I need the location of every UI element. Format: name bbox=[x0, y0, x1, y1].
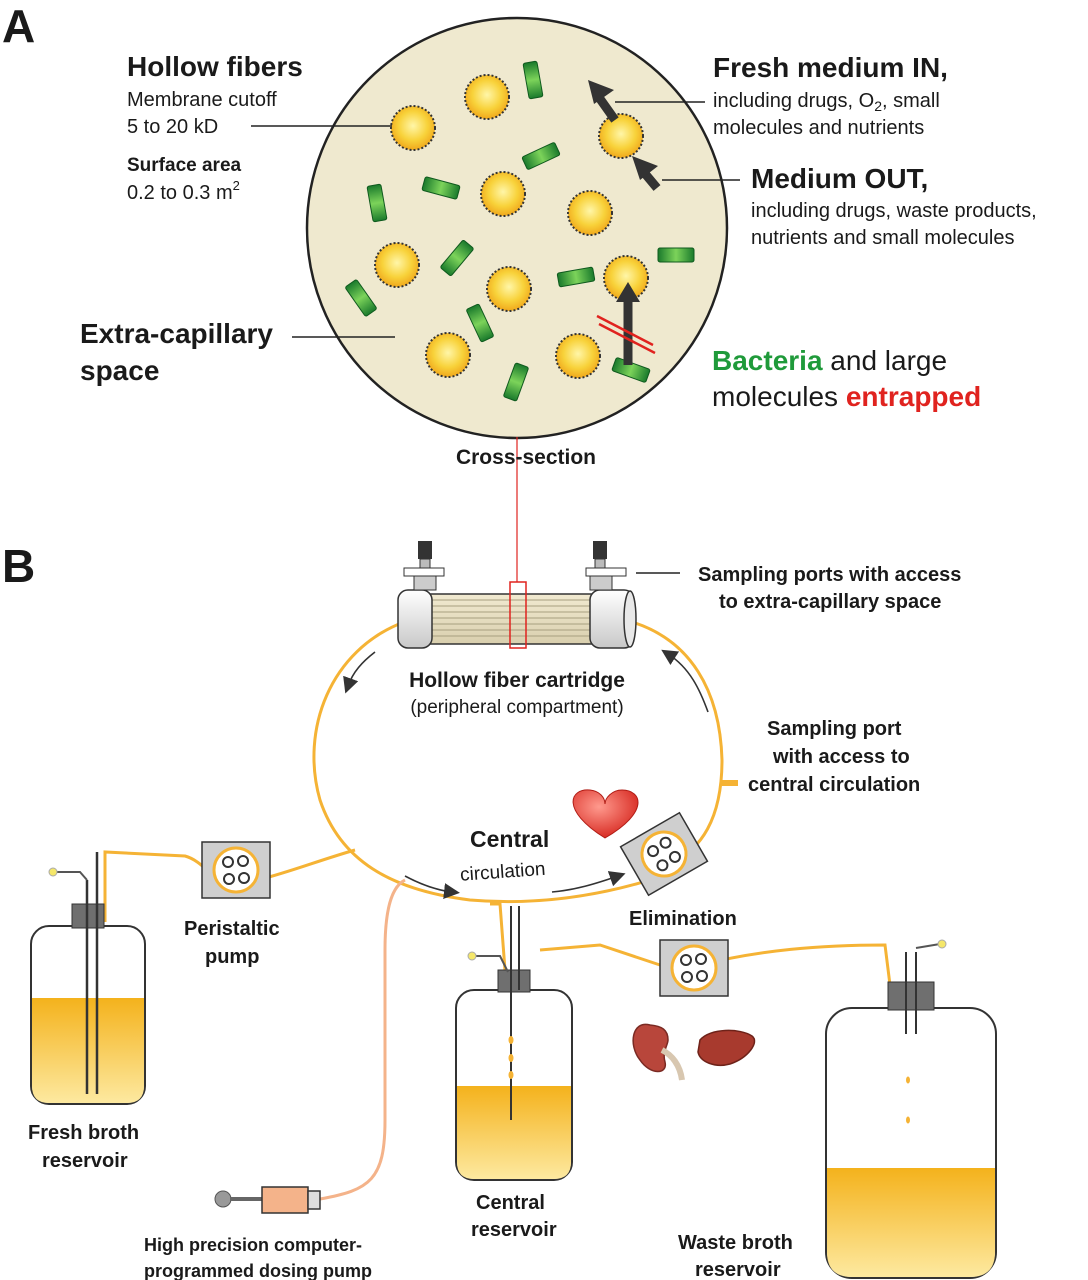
sampling-ports-label-1: Sampling ports with access bbox=[698, 564, 961, 586]
waste-broth-label-2: reservoir bbox=[695, 1259, 781, 1280]
panel-a-letter: A bbox=[2, 0, 35, 52]
hollow-fiber bbox=[555, 333, 601, 379]
membrane-cutoff-value: 5 to 20 kD bbox=[127, 116, 218, 138]
hollow-fiber bbox=[390, 105, 436, 151]
dosing-pump-label-2: programmed dosing pump bbox=[144, 1261, 372, 1280]
bacteria-entrapped-line2: molecules entrapped bbox=[712, 381, 981, 412]
leader-lines-a bbox=[251, 101, 740, 582]
bacterium bbox=[366, 183, 388, 223]
hollow-fiber bbox=[603, 255, 649, 301]
bacterium bbox=[522, 60, 544, 100]
hollow-fiber bbox=[374, 242, 420, 288]
bacterium bbox=[345, 279, 377, 317]
bacterium bbox=[657, 247, 695, 263]
dosing-pump-label-1: High precision computer- bbox=[144, 1235, 362, 1255]
cartridge-title: Hollow fiber cartridge bbox=[409, 669, 625, 692]
hollow-fiber bbox=[464, 74, 510, 120]
medium-out-line2: nutrients and small molecules bbox=[751, 227, 1014, 249]
hollow-fiber-cartridge bbox=[397, 541, 637, 649]
bacterium bbox=[556, 266, 596, 288]
bacterium bbox=[466, 303, 494, 343]
bacteria-entrapped-line1: Bacteria and large bbox=[712, 345, 947, 376]
peristaltic-pump-elimination bbox=[659, 939, 729, 997]
fresh-broth-reservoir bbox=[30, 852, 146, 1105]
dosing-syringe bbox=[214, 1186, 321, 1214]
sampling-port-label-2: with access to bbox=[772, 746, 910, 768]
flow-arrows bbox=[588, 80, 661, 365]
hollow-fiber bbox=[598, 113, 644, 159]
dosing-tube bbox=[319, 878, 406, 1201]
hollow-fiber bbox=[480, 171, 526, 217]
fresh-broth-label-2: reservoir bbox=[42, 1150, 128, 1172]
elimination-label: Elimination bbox=[629, 908, 737, 930]
fresh-medium-in-title: Fresh medium IN, bbox=[713, 52, 948, 83]
central-reservoir-label-2: reservoir bbox=[471, 1219, 557, 1241]
hollow-fiber bbox=[567, 190, 613, 236]
bacterium bbox=[503, 362, 529, 402]
cartridge-subtitle: (peripheral compartment) bbox=[410, 697, 623, 718]
heart-icon bbox=[572, 789, 639, 839]
liver-icon bbox=[697, 1029, 756, 1066]
central-circulation-label-1: Central bbox=[470, 826, 549, 852]
kidney-icon bbox=[632, 1023, 669, 1073]
bacteria-group bbox=[345, 60, 695, 402]
extra-capillary-label-2: space bbox=[80, 355, 159, 386]
waste-broth-reservoir bbox=[825, 939, 997, 1279]
waste-broth-label-1: Waste broth bbox=[678, 1232, 793, 1254]
sampling-ports-label-2: to extra-capillary space bbox=[719, 591, 941, 613]
central-reservoir-label-1: Central bbox=[476, 1192, 545, 1214]
sampling-port-label-3: central circulation bbox=[748, 774, 920, 796]
central-reservoir bbox=[455, 906, 573, 1181]
fresh-broth-label-1: Fresh broth bbox=[28, 1122, 139, 1144]
bacterium bbox=[440, 240, 474, 276]
bacterium bbox=[521, 142, 561, 170]
circulation-arrows bbox=[343, 649, 709, 900]
peristaltic-label-2: pump bbox=[205, 946, 259, 968]
hollow-fiber-group bbox=[374, 74, 649, 379]
hollow-fibers-title: Hollow fibers bbox=[127, 51, 303, 82]
peristaltic-label-1: Peristaltic bbox=[184, 918, 280, 940]
hollow-fiber bbox=[425, 332, 471, 378]
cross-section-label: Cross-section bbox=[456, 446, 596, 469]
peristaltic-pump-central bbox=[619, 811, 709, 897]
fresh-medium-in-line1: including drugs, O2, small bbox=[713, 90, 940, 114]
panel-b-letter: B bbox=[2, 540, 35, 592]
bacterium bbox=[421, 176, 461, 200]
fresh-medium-in-line2: molecules and nutrients bbox=[713, 117, 924, 139]
membrane-cutoff-label: Membrane cutoff bbox=[127, 89, 277, 111]
hollow-fiber bbox=[486, 266, 532, 312]
bacterium bbox=[611, 357, 651, 383]
surface-area-title: Surface area bbox=[127, 155, 242, 176]
surface-area-value: 0.2 to 0.3 m2 bbox=[127, 178, 240, 204]
medium-out-line1: including drugs, waste products, bbox=[751, 200, 1037, 222]
extra-capillary-label-1: Extra-capillary bbox=[80, 318, 273, 349]
peristaltic-pump-fresh bbox=[201, 841, 271, 899]
central-circulation-label-2: circulation bbox=[459, 859, 546, 886]
medium-out-title: Medium OUT, bbox=[751, 163, 928, 194]
sampling-port-label-1: Sampling port bbox=[767, 718, 902, 740]
ureter bbox=[660, 1047, 685, 1081]
